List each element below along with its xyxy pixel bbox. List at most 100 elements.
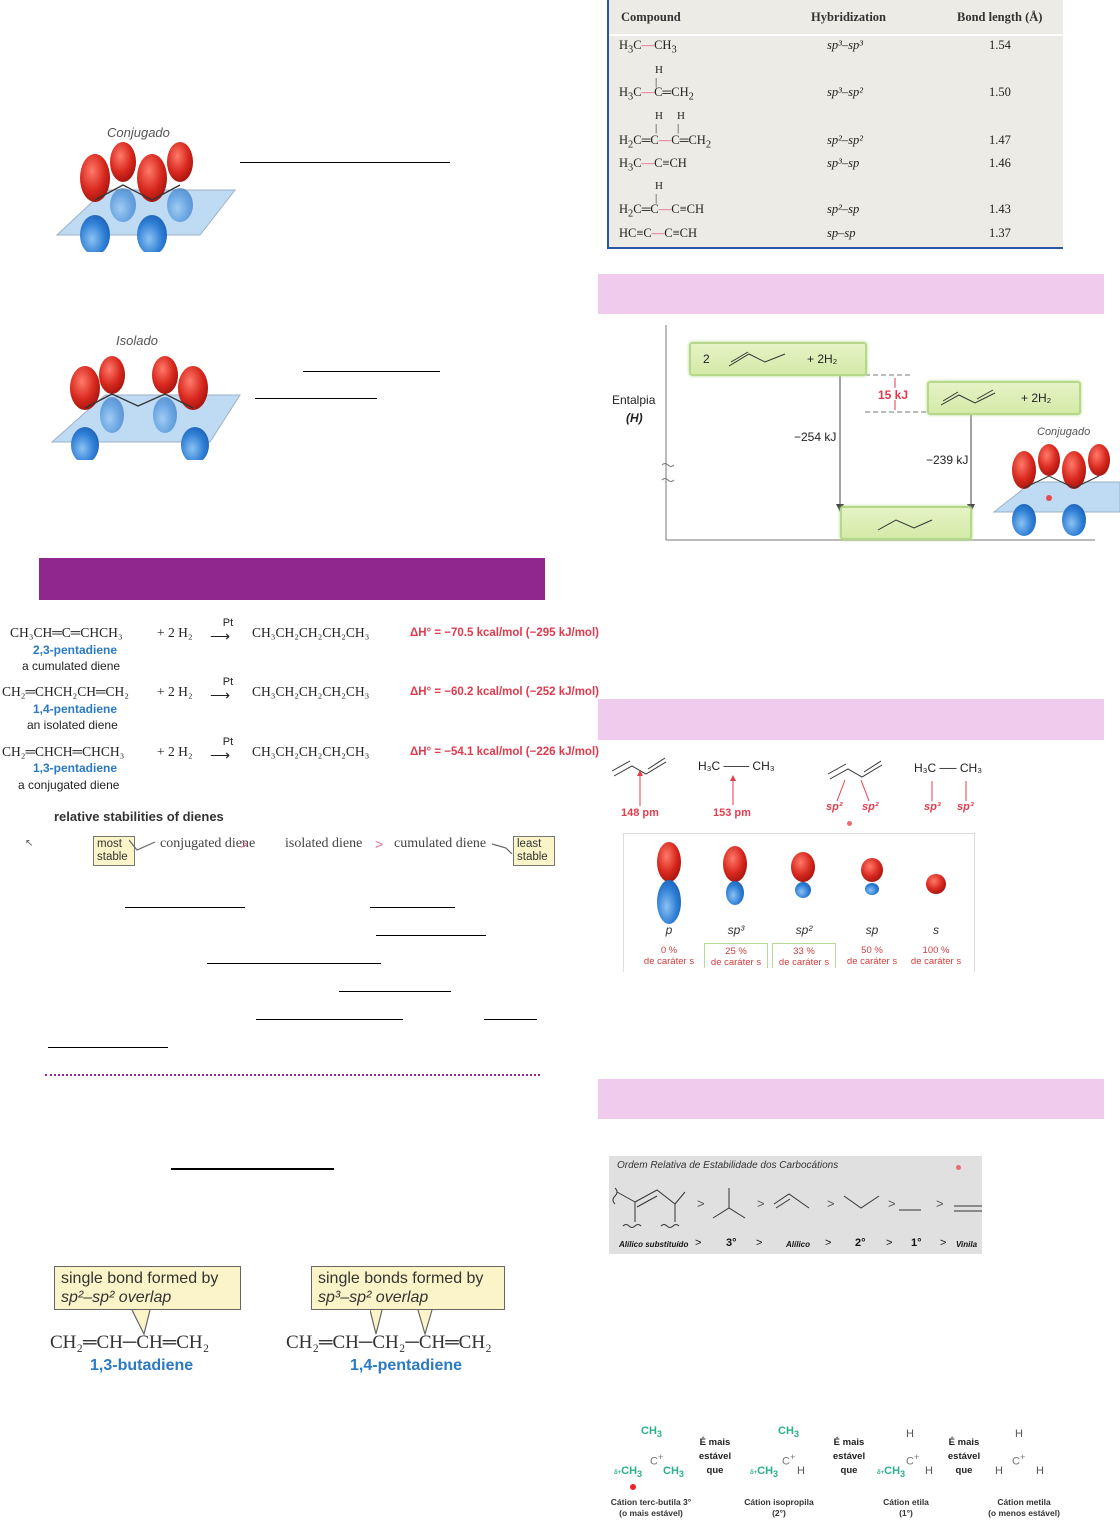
order-label: Alílico substituído [619,1240,689,1249]
greater-than: > [697,1196,705,1211]
fill-blank[interactable] [125,907,245,908]
sp2-overlap-callout: single bond formed by sp²–sp² overlap [54,1266,241,1310]
reagent: + 2 H₂ [157,744,193,759]
orbital-name: sp³ [727,923,745,937]
percent: 25 % [725,946,747,957]
hybridization: sp²–sp [827,202,860,216]
s-character: 25 %de caráter s [704,943,768,968]
callout-pointer-icon [370,1310,433,1337]
callout-pointer-icon [492,843,513,854]
reaction-arrow-icon: ⟶ [210,747,231,763]
s-character: 100 %de caráter s [904,945,968,967]
word: É mais [699,1437,731,1448]
hybridization-label: sp² [862,801,879,813]
butene-skeleton-icon [728,351,786,367]
desc: de caráter s [910,956,962,967]
caption: (o mais estável) [619,1508,683,1518]
h-atom: H [925,1465,933,1477]
reactant-box-1: 2 + 2H₂ [689,342,867,376]
carbocation-order-panel: Ordem Relativa de Estabilidade dos Carbo… [609,1156,982,1254]
word: que [955,1465,973,1476]
bond-length-value: 148 pm [621,807,659,819]
product: CH₃CH₂CH₂CH₂CH₃ [252,684,370,699]
bond-length: 1.50 [989,85,1011,99]
fill-blank[interactable] [171,1168,334,1170]
ethane-formula: H₃C ─── CH₃ [698,759,775,773]
reaction-arrow-icon: ⟶ [210,628,231,644]
compound: HC≡C—C≡CH [619,226,698,240]
fill-blank[interactable] [484,1019,537,1020]
col-hybridization: Hybridization [811,10,887,24]
hybridization: sp–sp [827,226,856,240]
fill-blank[interactable] [339,991,451,992]
callout-pointer-icon [129,839,156,851]
orbital-p: p 0 %de caráter s [637,923,701,967]
hydrogen: + 2H₂ [1021,391,1052,405]
caption: Cátion etila [883,1497,929,1507]
sp3-sp2-overlap-callout: single bonds formed by sp³–sp² overlap [311,1266,505,1310]
relative-stabilities-title: relative stabilities of dienes [54,809,224,824]
word: estável [947,1451,981,1462]
stability-item: conjugated diene [160,836,256,851]
carbocation-center: C+ [906,1452,920,1468]
hybridization: sp³–sp³ [827,38,863,52]
butadiene-skeleton-icon [940,389,996,406]
h-atom: H| [655,110,663,134]
desc: de caráter s [710,957,762,968]
fill-blank[interactable] [256,1019,403,1020]
fill-blank[interactable] [48,1047,168,1048]
fill-blank[interactable] [303,371,440,372]
fill-blank[interactable] [370,907,455,908]
h-atom: H [1015,1428,1023,1440]
compound-name: 1,4-pentadiene [33,702,118,716]
enthalpy-change: ΔH° = −60.2 kcal/mol (−252 kJ/mol) [410,686,599,698]
desc: de caráter s [643,956,695,967]
reactant-box-2: + 2H₂ [927,381,1081,415]
enthalpy-diagram: Entalpia (H) 2 + 2H₂ 15 kJ + 2H₂ −254 kJ… [600,320,1120,545]
butane-skeleton-icon [877,519,933,531]
order-label: 3° [726,1237,737,1249]
hybridization: sp²–sp² [827,133,863,147]
hybridization: sp³–sp² [827,85,863,99]
reactant: CH₃CH═C═CHCH₃ [10,625,123,640]
dotted-divider [45,1074,540,1076]
h-atom: H| [655,180,663,204]
cursor-dot-icon [630,1484,636,1490]
carbocation-structures-icon [612,1187,982,1228]
word: que [840,1465,858,1476]
cation-caption: Cátion isopropila(2°) [741,1497,817,1519]
compound: H3C—C═CH2 [619,85,694,103]
callout-line: single bond formed by [61,1270,219,1287]
h-atom: H [1036,1465,1044,1477]
greater-than: > [827,1196,835,1211]
order-label: Vinila [956,1240,978,1249]
greater-than: > [936,1196,944,1211]
isolated-p-orbitals-icon [50,356,241,460]
word: estável [832,1451,866,1462]
orbital-name: s [933,923,939,937]
conjugado-label: Conjugado [107,125,170,140]
axis-label: Entalpia [612,393,656,407]
col-compound: Compound [621,10,681,24]
carbocation-center: C+ [1012,1452,1026,1468]
fill-blank[interactable] [240,162,450,163]
hybridization: sp³–sp [827,156,860,170]
conjugated-p-orbitals-icon [55,142,237,252]
fill-blank[interactable] [207,963,381,964]
pointer-arrow-icon [836,779,870,802]
orbital-name: p [665,923,673,937]
most-stable-callout: most stable [93,836,135,866]
h-atom: H| [677,110,685,134]
hydrogen: + 2H₂ [807,352,838,366]
hybrid-orbitals-icon [657,842,946,924]
fill-blank[interactable] [255,398,377,399]
fill-blank[interactable] [376,935,486,936]
percent: 50 % [861,945,883,956]
section-banner [598,699,1104,740]
order-label: Alílico [786,1240,811,1249]
pointer-arrow-icon [931,781,967,801]
cation-caption: Cátion metila(o menos estável) [984,1497,1064,1519]
